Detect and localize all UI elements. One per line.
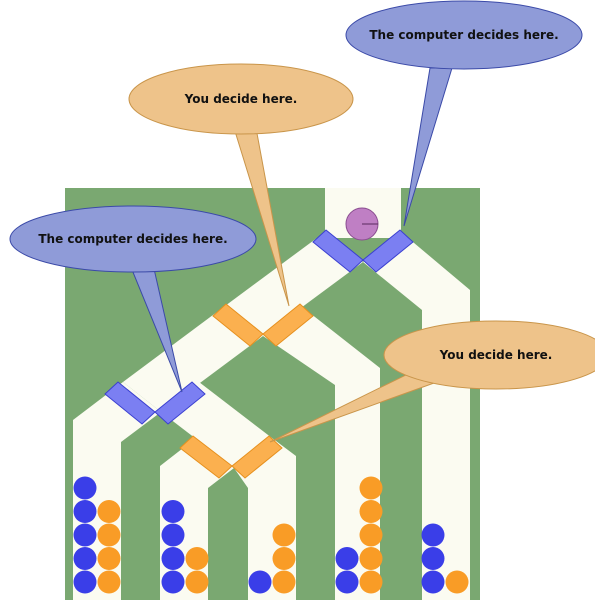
orange-ball	[445, 570, 469, 594]
callout-text: You decide here.	[439, 348, 553, 362]
orange-ball	[97, 500, 121, 523]
player-switch-middle[interactable]	[212, 303, 314, 347]
bin-2-stack	[161, 500, 209, 594]
blue-ball	[73, 500, 97, 523]
blue-ball	[421, 547, 445, 570]
blue-ball	[335, 547, 359, 570]
orange-ball	[359, 570, 383, 594]
callout-computer-top: The computer decides here.	[345, 0, 583, 227]
orange-ball	[359, 523, 383, 547]
bin-3-stack	[248, 523, 296, 594]
channel-mid-left	[123, 306, 263, 412]
orange-ball	[359, 476, 383, 500]
blue-ball	[248, 570, 272, 594]
orange-ball	[272, 547, 296, 570]
channel-top-left	[225, 232, 363, 336]
blue-ball	[161, 500, 185, 523]
callout-bubble	[383, 320, 595, 390]
blue-ball	[161, 570, 185, 594]
blue-ball	[335, 570, 359, 594]
switch-flap-right	[362, 229, 414, 273]
blue-ball	[421, 523, 445, 547]
callout-player-top: You decide here.	[128, 63, 354, 307]
blue-ball	[73, 476, 97, 500]
channel-top-right	[363, 232, 470, 600]
player-switch-lower[interactable]	[179, 435, 283, 479]
channel-mid-right	[263, 306, 380, 600]
channel-left-left	[73, 382, 161, 600]
blue-ball	[73, 570, 97, 594]
blue-ball	[161, 523, 185, 547]
orange-ball	[359, 500, 383, 523]
callout-bubble	[128, 63, 354, 135]
blue-ball	[73, 523, 97, 547]
switch-flap-right	[154, 381, 206, 425]
orange-ball	[97, 570, 121, 594]
callout-text: The computer decides here.	[38, 232, 227, 246]
blue-ball	[161, 547, 185, 570]
bin-5-stack	[421, 523, 469, 594]
computer-switch-left[interactable]	[104, 381, 206, 425]
blue-ball	[73, 547, 97, 570]
orange-ball	[272, 570, 296, 594]
bin-1-stack	[73, 476, 121, 594]
orange-ball	[97, 547, 121, 570]
callout-player-right: You decide here.	[269, 320, 595, 443]
orange-ball	[359, 547, 383, 570]
ball-stacks	[73, 476, 469, 594]
bin-4-stack	[335, 476, 383, 594]
orange-ball	[185, 570, 209, 594]
entry-ball	[345, 207, 379, 241]
callout-computer-left: The computer decides here.	[9, 205, 257, 393]
orange-ball	[272, 523, 296, 547]
orange-ball	[185, 547, 209, 570]
switch-flap-right	[231, 435, 283, 479]
callout-text: The computer decides here.	[369, 28, 558, 42]
blue-ball	[421, 570, 445, 594]
callout-bubble	[345, 0, 583, 70]
switch-flap-right	[262, 303, 314, 347]
computer-switch-top[interactable]	[312, 229, 414, 273]
callout-bubble	[9, 205, 257, 273]
callout-text: You decide here.	[184, 92, 298, 106]
orange-ball	[97, 523, 121, 547]
